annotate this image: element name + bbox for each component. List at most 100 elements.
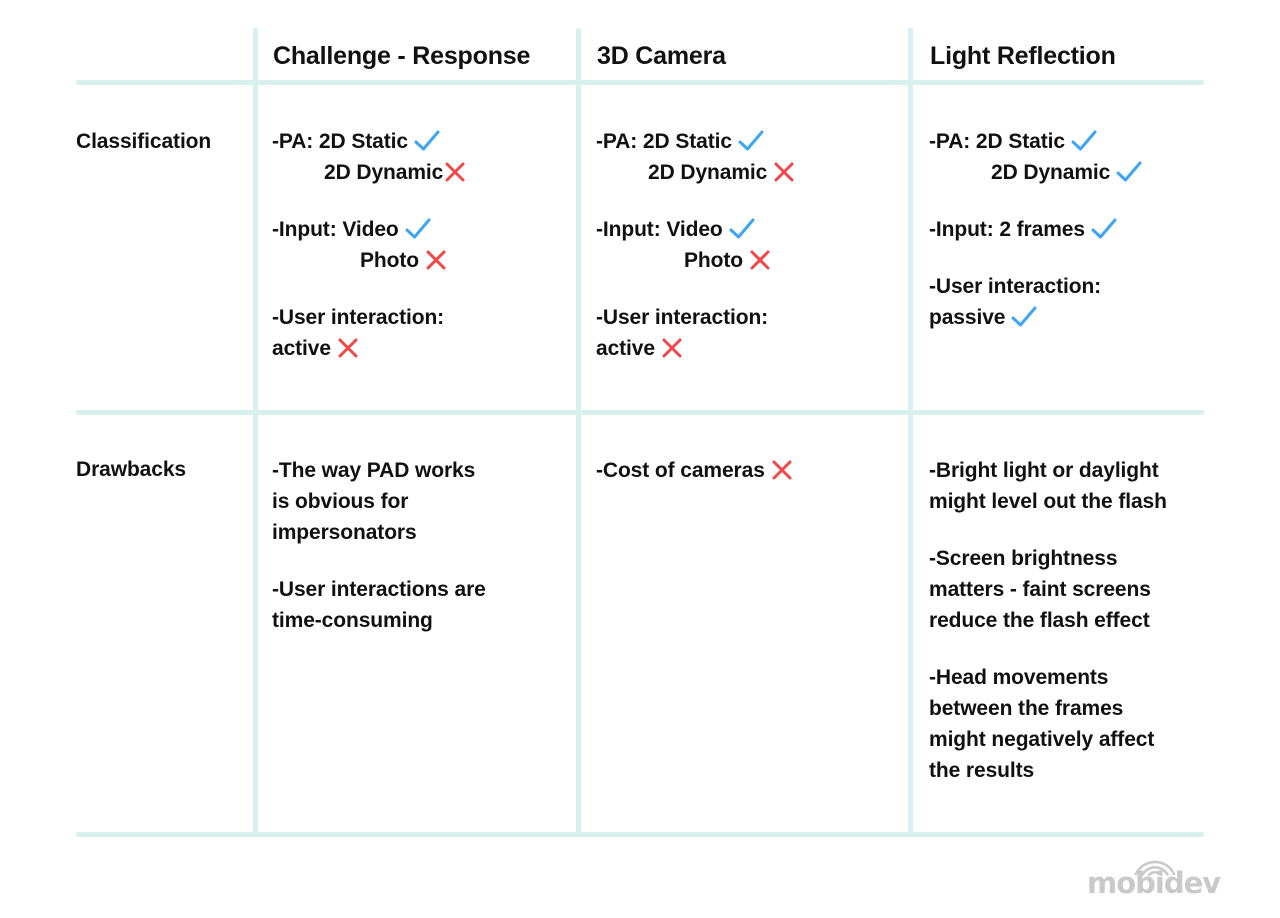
- grid-line-table-bottom: [76, 832, 1204, 837]
- cell-line: Photo: [272, 245, 568, 276]
- cell-bullet-block: -Cost of cameras: [596, 455, 896, 486]
- cell-line-text: -Head movements: [929, 666, 1109, 689]
- cell-line-text: between the frames: [929, 697, 1124, 720]
- cell-line-text: impersonators: [272, 521, 417, 544]
- cell-bullet-block: -Screen brightness matters - faint screen…: [929, 543, 1219, 636]
- cell-line-text: 2D Dynamic: [324, 161, 444, 184]
- cell-line: -User interaction:: [929, 271, 1219, 302]
- cell-line: passive: [929, 302, 1219, 333]
- cell-bullet-block: -The way PAD works is obvious for imperson…: [272, 455, 568, 548]
- cell-line-text: -PA: 2D Static: [272, 130, 408, 153]
- cell-line: time-consuming: [272, 605, 568, 636]
- cell-line: matters - faint screens: [929, 574, 1219, 605]
- signal-arc-icon: [1133, 858, 1177, 881]
- cell-bullet-block: -User interaction:active: [596, 302, 896, 364]
- mobidev-logo: mobidev: [1087, 858, 1221, 898]
- cell-line: -Cost of cameras: [596, 455, 896, 486]
- cell-line: -PA: 2D Static: [272, 126, 568, 157]
- cell-line: 2D Dynamic: [272, 157, 568, 188]
- cell-line: -User interactions are: [272, 574, 568, 605]
- cell-bullet-block: -User interaction: passive: [929, 271, 1219, 333]
- table-cell: -Cost of cameras: [596, 455, 896, 486]
- cell-line: impersonators: [272, 517, 568, 548]
- row-label-classification: Classification: [76, 130, 212, 153]
- check-icon: [1116, 161, 1142, 183]
- cell-line-text: -Input: Video: [596, 218, 723, 241]
- check-icon: [738, 130, 764, 152]
- cell-line: active: [596, 333, 896, 364]
- cell-line: 2D Dynamic: [596, 157, 896, 188]
- cell-line: -The way PAD works: [272, 455, 568, 486]
- cell-line: might level out the flash: [929, 486, 1219, 517]
- check-icon: [405, 218, 431, 240]
- check-icon: [729, 218, 755, 240]
- cross-icon: [749, 249, 771, 271]
- cell-line: -Input: Video: [596, 214, 896, 245]
- cell-line: is obvious for: [272, 486, 568, 517]
- cell-line-text: -PA: 2D Static: [929, 130, 1065, 153]
- cell-line: Photo: [596, 245, 896, 276]
- logo-wordmark: mobidev: [1087, 866, 1221, 900]
- column-header-light-reflection: Light Reflection: [930, 42, 1116, 70]
- cross-icon: [661, 337, 683, 359]
- cell-line: -Bright light or daylight: [929, 455, 1219, 486]
- cell-line-text: 2D Dynamic: [648, 161, 768, 184]
- cell-line: the results: [929, 755, 1219, 786]
- cell-line: 2D Dynamic: [929, 157, 1219, 188]
- cell-line: might negatively affect: [929, 724, 1219, 755]
- grid-line-header-divider: [76, 80, 1204, 85]
- grid-line-column-1: [253, 28, 258, 836]
- cell-line-text: -Cost of cameras: [596, 459, 765, 482]
- cross-icon: [773, 161, 795, 183]
- cross-icon: [337, 337, 359, 359]
- cell-bullet-block: -Bright light or daylight might level out…: [929, 455, 1219, 517]
- cell-line-text: Photo: [360, 249, 419, 272]
- table-cell: -Bright light or daylight might level out…: [929, 455, 1219, 786]
- cell-bullet-block: -Head movements between the frames might n…: [929, 662, 1219, 786]
- table-cell: -PA: 2D Static 2D Dynamic -Input: 2 frames…: [929, 126, 1219, 333]
- cell-line-text: is obvious for: [272, 490, 409, 513]
- cell-bullet-block: -PA: 2D Static 2D Dynamic: [929, 126, 1219, 188]
- cell-bullet-block: -PA: 2D Static 2D Dynamic: [596, 126, 896, 188]
- cell-line-text: passive: [929, 306, 1006, 329]
- cell-line-text: time-consuming: [272, 609, 433, 632]
- cell-line-text: reduce the flash effect: [929, 609, 1150, 632]
- cross-icon: [444, 161, 466, 183]
- cell-line-text: -Input: 2 frames: [929, 218, 1085, 241]
- cell-line-text: -PA: 2D Static: [596, 130, 732, 153]
- column-header-challenge-response: Challenge - Response: [273, 42, 531, 70]
- grid-line-column-2: [576, 28, 581, 836]
- cell-line-text: -Input: Video: [272, 218, 399, 241]
- cell-line: -Input: Video: [272, 214, 568, 245]
- grid-line-column-3: [908, 28, 913, 836]
- cell-line-text: matters - faint screens: [929, 578, 1151, 601]
- cross-icon: [425, 249, 447, 271]
- check-icon: [414, 130, 440, 152]
- column-header-3d-camera: 3D Camera: [597, 42, 726, 70]
- cell-line: -Screen brightness: [929, 543, 1219, 574]
- cell-line-text: -Bright light or daylight: [929, 459, 1159, 482]
- cell-line: between the frames: [929, 693, 1219, 724]
- cell-line: active: [272, 333, 568, 364]
- cell-line-text: -User interaction:: [272, 306, 445, 329]
- check-icon: [1011, 306, 1037, 328]
- cell-line: -Head movements: [929, 662, 1219, 693]
- check-icon: [1071, 130, 1097, 152]
- cell-bullet-block: -User interactions are time-consuming: [272, 574, 568, 636]
- cell-line-text: might negatively affect: [929, 728, 1155, 751]
- cell-line: -User interaction:: [272, 302, 568, 333]
- cell-line-text: active: [272, 337, 331, 360]
- cross-icon: [771, 459, 793, 481]
- cell-line-text: -User interactions are: [272, 578, 486, 601]
- cell-line-text: might level out the flash: [929, 490, 1167, 513]
- cell-line-text: active: [596, 337, 655, 360]
- cell-line: reduce the flash effect: [929, 605, 1219, 636]
- cell-line-text: Photo: [684, 249, 743, 272]
- cell-line: -Input: 2 frames: [929, 214, 1219, 245]
- table-cell: -The way PAD works is obvious for imperson…: [272, 455, 568, 636]
